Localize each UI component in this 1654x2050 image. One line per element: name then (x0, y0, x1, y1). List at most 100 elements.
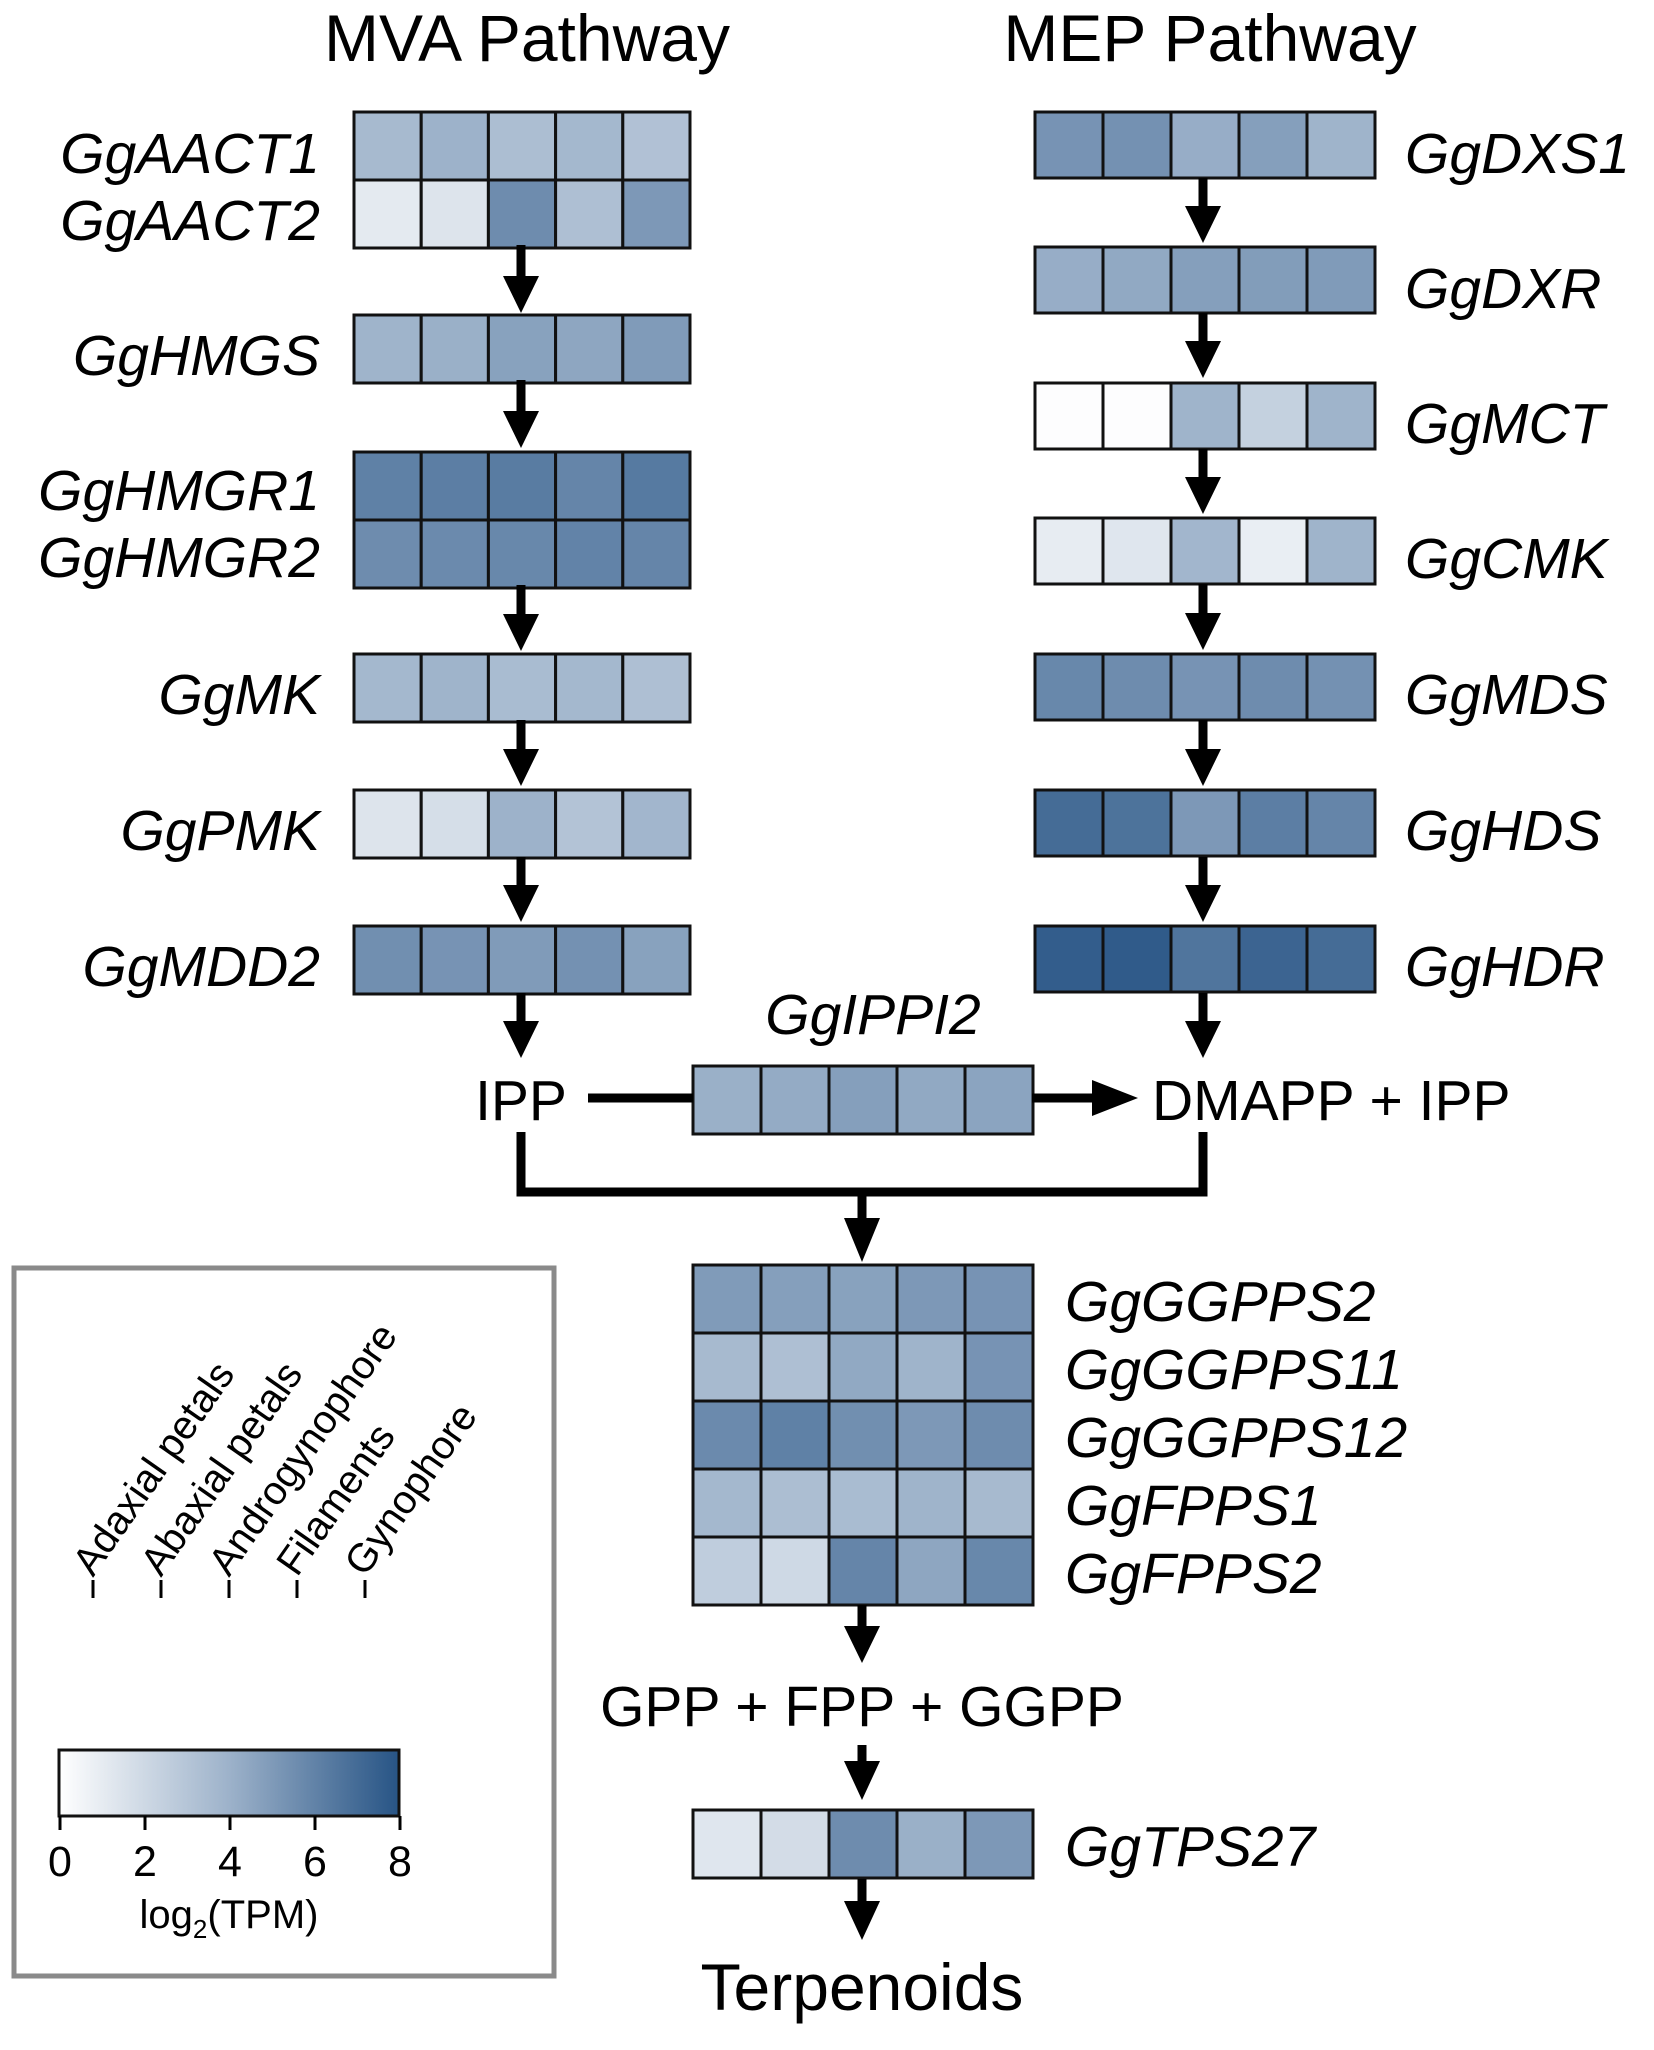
heatmap-ggaact1-cell-1 (352, 110, 423, 182)
heatmap-ggmdd2-cell-3 (486, 924, 558, 996)
pathway-arrows (503, 178, 1221, 1940)
heatmap-ggfpps1-cell-5 (963, 1467, 1035, 1539)
heatmap-ggaact2-cell-4 (554, 178, 625, 250)
heatmap-ggmk-cell-4 (554, 652, 625, 724)
gene-label-ggdxr: GgDXR (1405, 257, 1601, 321)
heatmap-ggpmk-cell-1 (352, 788, 423, 860)
gene-label-gghmgr2: GgHMGR2 (38, 526, 320, 590)
heatmap-ggfpps2-cell-4 (895, 1535, 967, 1607)
isomerase-arrow (588, 1080, 1138, 1116)
heatmap-gghds-cell-5 (1305, 788, 1377, 858)
heatmap-gghmgs-cell-1 (352, 313, 423, 385)
heatmap-ggmds-cell-4 (1237, 652, 1309, 722)
heatmap-gghmgr1-cell-3 (486, 450, 558, 522)
arrow (844, 1745, 880, 1800)
heatmap-ggpmk-cell-5 (621, 788, 692, 860)
heatmap-ggmct-cell-3 (1169, 381, 1241, 451)
heatmap-ggpmk-cell-2 (419, 788, 490, 860)
heatmap-ggggpps2-cell-2 (759, 1263, 831, 1335)
arrow (503, 585, 539, 651)
legend-frame (11, 1265, 557, 1979)
colorbar-label-end: (TPM) (207, 1893, 318, 1937)
gene-label-ggfpps1: GgFPPS1 (1065, 1474, 1322, 1538)
colorbar-tick-8: 8 (388, 1838, 412, 1886)
arrow (1185, 313, 1221, 378)
heatmap-ggdxs1-cell-1 (1033, 110, 1105, 180)
heatmap-ggdxs1-cell-5 (1305, 110, 1377, 180)
heatmap-ggmds-cell-3 (1169, 652, 1241, 722)
colorbar-tick-6: 6 (303, 1838, 327, 1886)
heatmap-ggfpps1-cell-3 (827, 1467, 899, 1539)
heatmap-ggggpps11-cell-4 (895, 1331, 967, 1403)
heatmap-ggggpps11-cell-1 (691, 1331, 763, 1403)
heatmap-ggggpps12-cell-1 (691, 1399, 763, 1471)
gene-label-ggaact2: GgAACT2 (60, 189, 320, 253)
heatmap-ggdxs1-cell-4 (1237, 110, 1309, 180)
arrow (844, 1605, 880, 1663)
heatmap-gghds-cell-1 (1033, 788, 1105, 858)
gene-label-ggmds: GgMDS (1405, 663, 1608, 727)
heatmap-ggggpps12-cell-5 (963, 1399, 1035, 1471)
gene-label-gghmgs: GgHMGS (73, 324, 320, 388)
heatmap-ggaact1-cell-3 (486, 110, 558, 182)
heatmap-ggtps27-cell-1 (691, 1808, 763, 1880)
heatmap-gghds-cell-3 (1169, 788, 1241, 858)
heatmap-gghdr-cell-4 (1237, 924, 1309, 994)
heatmap-gghmgr1-cell-4 (554, 450, 625, 522)
heatmap-ggggpps2-cell-4 (895, 1263, 967, 1335)
heatmap-ggdxs1-cell-2 (1101, 110, 1173, 180)
heatmap-ggcmk-cell-1 (1033, 516, 1105, 586)
metabolite-dmapp-ipp: DMAPP + IPP (1152, 1069, 1511, 1133)
heatmap-gghmgr2-cell-5 (621, 518, 692, 590)
heatmap-ggdxs1-cell-3 (1169, 110, 1241, 180)
heatmap-ggcmk-cell-4 (1237, 516, 1309, 586)
colorbar-label: log2(TPM) (140, 1893, 319, 1944)
heatmap-ggmk-cell-5 (621, 652, 692, 724)
heatmap-gghmgs-cell-3 (486, 313, 558, 385)
heatmap-gghmgr2-cell-3 (486, 518, 558, 590)
arrow (503, 993, 539, 1058)
heatmap-ggippi2-cell-4 (895, 1064, 967, 1136)
metabolite-gpp-fpp-ggpp: GPP + FPP + GGPP (600, 1675, 1124, 1739)
heatmap-gghmgs-cell-5 (621, 313, 692, 385)
gene-label-gghmgr1: GgHMGR1 (38, 459, 320, 523)
heatmap-ggmds-cell-2 (1101, 652, 1173, 722)
heatmap-ggmdd2-cell-2 (419, 924, 490, 996)
heatmap-ggmct-cell-1 (1033, 381, 1105, 451)
gene-label-gghdr: GgHDR (1405, 935, 1605, 999)
heatmap-ggggpps12-cell-4 (895, 1399, 967, 1471)
gene-label-ggggpps11: GgGGPPS11 (1065, 1338, 1403, 1402)
colorbar-tick-4: 4 (218, 1838, 242, 1886)
heatmap-ggfpps2-cell-2 (759, 1535, 831, 1607)
colorbar (57, 1748, 401, 1818)
heatmap-gghdr-cell-3 (1169, 924, 1241, 994)
heatmap-ggaact1-cell-2 (419, 110, 490, 182)
heatmap-gghmgr2-cell-4 (554, 518, 625, 590)
heatmap-gghdr-cell-1 (1033, 924, 1105, 994)
arrow (1185, 584, 1221, 650)
heatmap-ggaact1-cell-5 (621, 110, 692, 182)
gene-label-ggmdd2: GgMDD2 (82, 935, 320, 999)
heatmap-ggcmk-cell-2 (1101, 516, 1173, 586)
heatmap-ggippi2-cell-3 (827, 1064, 899, 1136)
heatmap-ggtps27-cell-5 (963, 1808, 1035, 1880)
arrow (1185, 449, 1221, 514)
terpenoids-label: Terpenoids (701, 1950, 1024, 2024)
heatmap-ggaact2-cell-5 (621, 178, 692, 250)
heatmap-ggfpps2-cell-5 (963, 1535, 1035, 1607)
arrow (1185, 993, 1221, 1058)
gene-label-ggmct: GgMCT (1405, 392, 1609, 456)
heatmap-ggggpps11-cell-2 (759, 1331, 831, 1403)
heatmap-ggmk-cell-2 (419, 652, 490, 724)
heatmap-gghmgr1-cell-1 (352, 450, 423, 522)
legend: Adaxial petals Abaxial petals Androgynop… (11, 1265, 557, 1979)
gene-label-ggfpps2: GgFPPS2 (1065, 1542, 1322, 1606)
gene-label-ggpmk: GgPMK (120, 799, 323, 863)
heatmap-ggtps27-cell-4 (895, 1808, 967, 1880)
heatmap-ggcmk-cell-3 (1169, 516, 1241, 586)
heatmap-ggmdd2-cell-5 (621, 924, 692, 996)
heatmap-ggmdd2-cell-1 (352, 924, 423, 996)
heatmap-cells (57, 110, 1377, 1880)
heatmap-ggaact1-cell-4 (554, 110, 625, 182)
